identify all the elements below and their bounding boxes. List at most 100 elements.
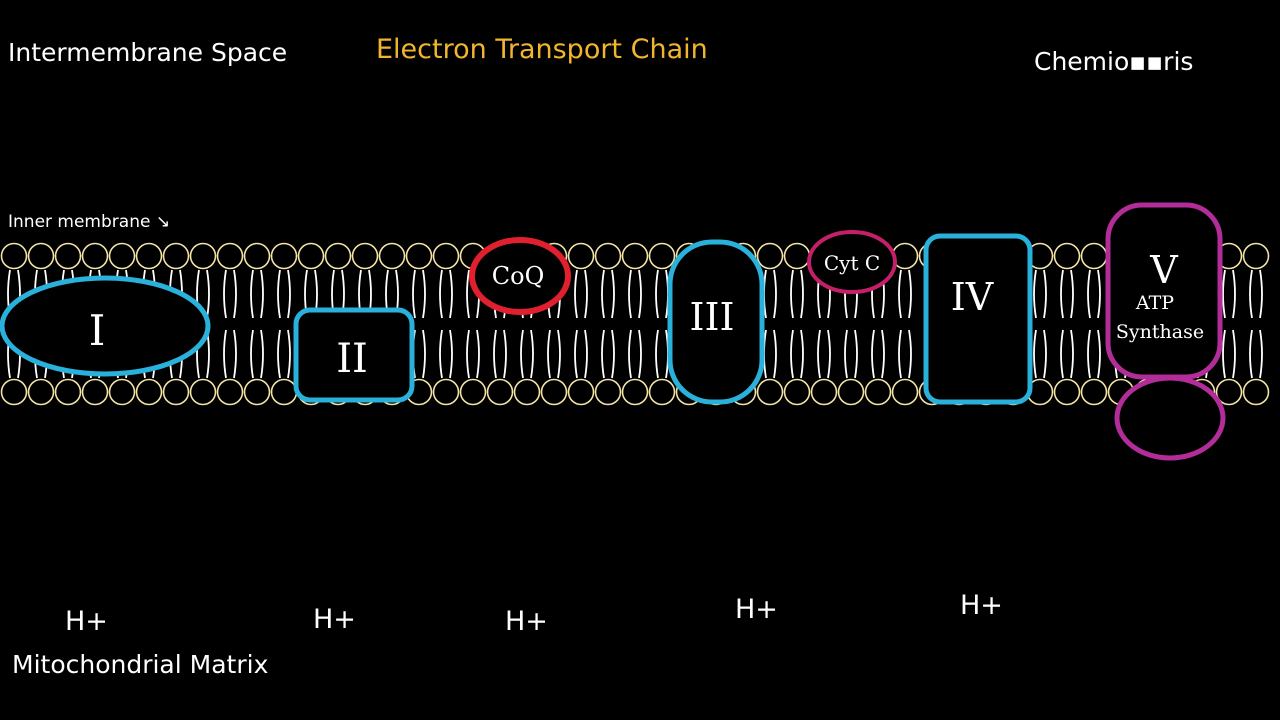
- lipid-tail: [790, 269, 794, 319]
- atp-synthase-head-outline: [1114, 375, 1226, 461]
- complex-2-outline: [293, 307, 415, 403]
- lipid-head: [189, 242, 217, 270]
- lipid-tail: [1222, 329, 1226, 379]
- lipid-head: [837, 378, 865, 406]
- intermembrane-space-label: Intermembrane Space: [8, 38, 288, 67]
- lipid-head: [1080, 242, 1108, 270]
- lipid-tail: [287, 329, 291, 379]
- atp-synthase-label-line1: ATP: [1135, 292, 1174, 314]
- lipid-tail: [466, 329, 470, 379]
- coq-outline: [469, 237, 571, 315]
- atp-synthase-label-line2: Synthase: [1116, 321, 1204, 343]
- lipid-tail: [1259, 269, 1263, 319]
- mitochondrial-matrix-label: Mitochondrial Matrix: [12, 650, 269, 679]
- lipid-head: [1242, 242, 1270, 270]
- proton-label: H+: [65, 606, 108, 637]
- lipid-head: [486, 378, 514, 406]
- lipid-tail: [908, 329, 912, 379]
- lipid-head: [216, 242, 244, 270]
- lipid-tail: [898, 269, 902, 319]
- lipid-tail: [1249, 269, 1253, 319]
- lipid-tail: [1087, 329, 1091, 379]
- lipid-tail: [466, 269, 470, 319]
- lipid-tail: [655, 329, 659, 379]
- lipid-tail: [790, 329, 794, 379]
- lipid-head: [54, 242, 82, 270]
- lipid-head: [189, 378, 217, 406]
- inner-membrane-label: Inner membrane ↘: [8, 212, 171, 232]
- proton-label: H+: [505, 606, 548, 637]
- lipid-tail: [1043, 269, 1047, 319]
- lipid-head: [270, 378, 298, 406]
- lipid-head: [513, 378, 541, 406]
- lipid-tail: [611, 269, 615, 319]
- complex-2-label: II: [336, 336, 368, 382]
- complex-1-label: I: [89, 306, 106, 355]
- lipid-tail: [1060, 269, 1064, 319]
- lipid-tail: [1060, 329, 1064, 379]
- lipid-tail: [638, 269, 642, 319]
- lipid-tail: [1070, 329, 1074, 379]
- lipid-tail: [628, 329, 632, 379]
- lipid-tail: [439, 269, 443, 319]
- lipid-tail: [422, 269, 426, 319]
- lipid-tail: [898, 329, 902, 379]
- lipid-tail: [773, 269, 777, 319]
- complex-5-label: V: [1149, 248, 1178, 292]
- lipid-head: [594, 242, 622, 270]
- lipid-tail: [520, 329, 524, 379]
- lipid-tail: [817, 329, 821, 379]
- lipid-tail: [206, 269, 210, 319]
- lipid-tail: [800, 269, 804, 319]
- lipid-head: [27, 242, 55, 270]
- lipid-tail: [287, 269, 291, 319]
- lipid-tail: [800, 329, 804, 379]
- lipid-tail: [638, 329, 642, 379]
- lipid-head: [567, 242, 595, 270]
- lipid-tail: [908, 269, 912, 319]
- lipid-tail: [601, 329, 605, 379]
- complex-3-label: III: [689, 295, 734, 339]
- lipid-head: [810, 378, 838, 406]
- lipid-head: [216, 378, 244, 406]
- lipid-tail: [530, 329, 534, 379]
- cytc-outline: [807, 230, 897, 294]
- lipid-head: [864, 378, 892, 406]
- lipid-head: [324, 242, 352, 270]
- lipid-head: [567, 378, 595, 406]
- lipid-tail: [422, 329, 426, 379]
- chemiosmosis-label: Chemio▪▪ris: [1034, 47, 1194, 76]
- lipid-tail: [827, 329, 831, 379]
- lipid-tail: [1259, 329, 1263, 379]
- lipid-head: [81, 242, 109, 270]
- lipid-tail: [412, 269, 416, 319]
- lipid-head: [1080, 378, 1108, 406]
- lipid-head: [891, 378, 919, 406]
- lipid-tail: [1249, 329, 1253, 379]
- lipid-head: [27, 378, 55, 406]
- lipid-tail: [250, 269, 254, 319]
- lipid-head: [378, 242, 406, 270]
- complex-3-outline: [667, 239, 765, 405]
- lipid-tail: [557, 329, 561, 379]
- lipid-head: [243, 242, 271, 270]
- cytc-label: Cyt C: [824, 251, 880, 275]
- lipid-tail: [277, 269, 281, 319]
- lipid-head: [648, 242, 676, 270]
- lipid-head: [81, 378, 109, 406]
- lipid-tail: [1097, 329, 1101, 379]
- lipid-head: [135, 242, 163, 270]
- lipid-tail: [260, 269, 264, 319]
- lipid-tail: [277, 329, 281, 379]
- lipid-head: [1053, 378, 1081, 406]
- lipid-tail: [655, 269, 659, 319]
- lipid-tail: [1033, 269, 1037, 319]
- lipid-tail: [449, 329, 453, 379]
- lipid-head: [648, 378, 676, 406]
- complex-1-outline: [0, 275, 211, 377]
- lipid-head: [162, 242, 190, 270]
- lipid-head: [432, 378, 460, 406]
- lipid-tail: [233, 329, 237, 379]
- lipid-head: [0, 242, 28, 270]
